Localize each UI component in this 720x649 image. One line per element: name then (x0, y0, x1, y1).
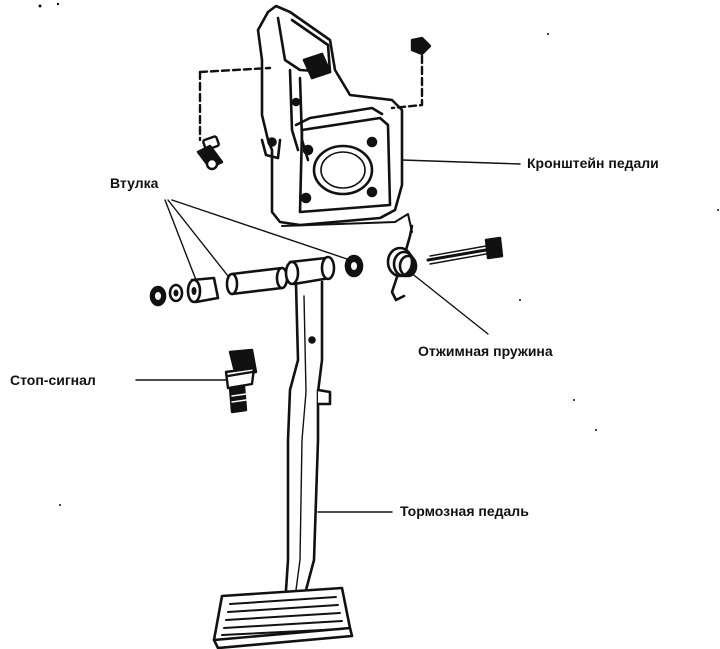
scan-specks (38, 2, 719, 506)
label-return-spring: Отжимная пружина (418, 343, 553, 359)
label-bushing: Втулка (110, 175, 159, 191)
pivot-bolt (426, 236, 504, 265)
leader-bushing-1 (164, 199, 197, 281)
leader-bracket (401, 159, 521, 165)
pedal-bracket (256, 4, 413, 233)
label-brake-pedal: Тормозная педаль (400, 503, 529, 519)
leader-bushing-3 (171, 199, 351, 261)
label-bracket: Кронштейн педали (527, 155, 659, 171)
mounting-nut-right (390, 36, 432, 110)
leader-bushing-2 (167, 199, 229, 277)
bushing-parts (149, 254, 364, 307)
pedal-pad (212, 586, 354, 649)
leader-lines (135, 159, 521, 513)
stop-light-switch (224, 348, 258, 414)
label-stop-switch: Стоп-сигнал (10, 372, 96, 388)
leader-spring (409, 271, 489, 335)
brake-pedal-arm (284, 255, 336, 592)
return-spring (386, 224, 418, 302)
mounting-bolt-left (196, 66, 272, 171)
labels: Кронштейн педали Втулка Отжимная пружина… (10, 155, 659, 519)
